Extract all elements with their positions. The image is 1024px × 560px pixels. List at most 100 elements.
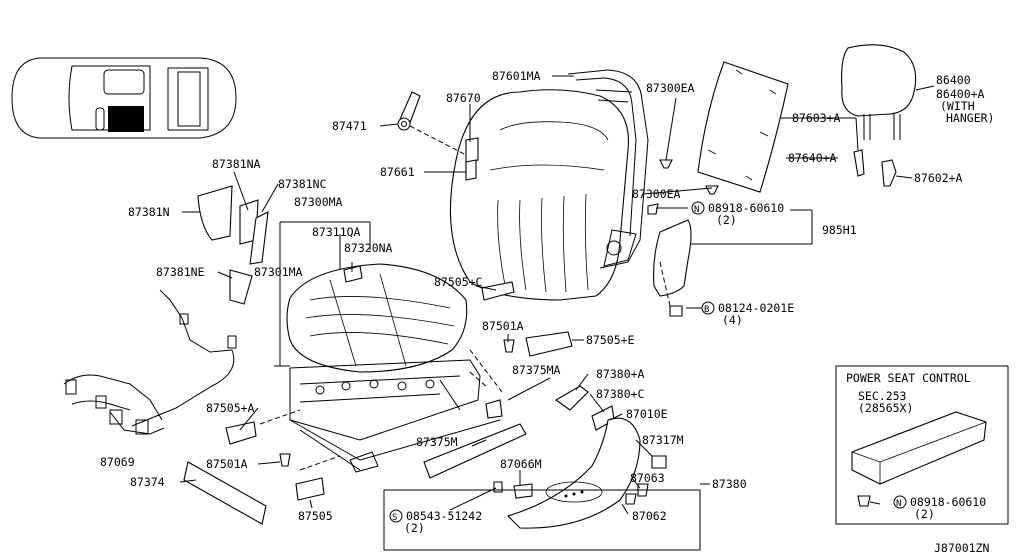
rail-cover-icon [481, 281, 515, 301]
label-87381NC: 87381NC [278, 177, 327, 191]
seat-cushion-icon [286, 263, 468, 373]
headrest-icon [841, 44, 917, 140]
leader-lines [179, 75, 935, 515]
headrest-guide-icon [853, 149, 865, 177]
group-box [383, 489, 701, 551]
s-symbol-label: S [392, 513, 397, 523]
label-87381NA: 87381NA [212, 157, 261, 171]
label-86400A: 86400+A [936, 87, 985, 101]
recliner-lever-icon [397, 91, 421, 131]
label-qty-4: (4) [722, 313, 743, 327]
label-with: (WITH [940, 99, 975, 113]
label-87640A: 87640+A [788, 151, 837, 165]
label-87380: 87380 [712, 477, 747, 491]
label-87602A: 87602+A [914, 171, 963, 185]
label-08543-51242: 08543-51242 [406, 509, 482, 523]
label-28565X: (28565X) [858, 401, 913, 415]
cap-icon [651, 455, 667, 469]
cushion-side-cover-icon [197, 185, 233, 241]
seat-back-icon [449, 89, 629, 301]
label-87374: 87374 [130, 475, 165, 489]
label-87501A: 87501A [482, 319, 524, 333]
label-87471: 87471 [332, 119, 367, 133]
power-seat-control-panel [835, 365, 1009, 525]
label-87375MA: 87375MA [512, 363, 561, 377]
side-airbag-icon [653, 219, 692, 297]
label-87505: 87505 [298, 509, 333, 523]
wire-harness-icon [63, 289, 237, 435]
rail-cover-icon [225, 421, 257, 445]
seat-switch-icon [554, 385, 589, 411]
label-87062: 87062 [632, 509, 667, 523]
s-symbol-icon [389, 509, 403, 523]
label-87300EA: 87300EA [646, 81, 695, 95]
label-87381NE: 87381NE [156, 265, 205, 279]
bolt-icon [279, 453, 291, 467]
power-seat-control-title: POWER SEAT CONTROL [846, 371, 971, 385]
label-87069: 87069 [100, 455, 135, 469]
n-symbol-icon-2 [893, 495, 907, 509]
b-symbol-label: B [704, 305, 709, 315]
headrest-guide-icon [881, 159, 897, 187]
label-87661: 87661 [380, 165, 415, 179]
label-87301MA: 87301MA [254, 265, 303, 279]
label-87505E: 87505+E [586, 333, 635, 347]
label-87066M: 87066M [500, 457, 542, 471]
rail-cover-icon [525, 331, 573, 357]
side-finisher-icon [506, 417, 641, 529]
label-87010E: 87010E [626, 407, 668, 421]
label-08124-0201E: 08124-0201E [718, 301, 794, 315]
part-labels: 87601MA 87300EA 87670 87471 87661 87300E… [100, 69, 994, 555]
b-symbol-icon [701, 301, 715, 315]
n-symbol-icon [691, 201, 705, 215]
label-87603A: 87603+A [792, 111, 841, 125]
label-87505C: 87505+C [434, 275, 483, 289]
label-qty-2-b: (2) [404, 521, 425, 535]
switch-icon [513, 483, 533, 499]
label-87380C: 87380+C [596, 387, 645, 401]
label-87300EA-2: 87300EA [632, 187, 681, 201]
diagram-id: J87001ZN [934, 541, 989, 555]
bolt-icon [669, 305, 683, 317]
label-87317M: 87317M [642, 433, 684, 447]
back-board-icon [697, 61, 789, 193]
label-985H1: 985H1 [822, 223, 857, 237]
label-qty-2-c: (2) [914, 507, 935, 521]
label-08918-60610: 08918-60610 [708, 201, 784, 215]
label-87601MA: 87601MA [492, 69, 541, 83]
seat-back-frame-icon [567, 69, 649, 269]
power-seat-control-unit-icon [851, 411, 987, 485]
rail-cover-icon [295, 477, 325, 501]
nut-icon [857, 495, 871, 507]
cushion-pad-icon [343, 265, 363, 283]
label-87501A-2: 87501A [206, 457, 248, 471]
label-qty-2: (2) [716, 213, 737, 227]
label-87311QA: 87311QA [312, 225, 361, 239]
label-86400: 86400 [936, 73, 971, 87]
label-87505A: 87505+A [206, 401, 255, 415]
side-cover-icon [423, 423, 527, 479]
clip-icon [485, 399, 503, 419]
clip-icon [625, 493, 637, 505]
vehicle-location-icon [11, 57, 237, 139]
label-87375M: 87375M [416, 435, 458, 449]
label-87670: 87670 [446, 91, 481, 105]
label-87380A: 87380+A [596, 367, 645, 381]
label-08918-60610-b: 08918-60610 [910, 495, 986, 509]
seat-trim-icon [183, 461, 267, 525]
seat-frame-icon [289, 359, 501, 473]
label-87320NA: 87320NA [344, 241, 393, 255]
label-sec253: SEC.253 [858, 389, 907, 403]
cushion-side-cover-icon [229, 269, 253, 305]
bracket-icon [465, 137, 479, 163]
bolt-icon [503, 339, 515, 353]
n-symbol-label-2: N [896, 499, 901, 509]
cushion-side-cover-icon [249, 211, 269, 265]
label-87063: 87063 [630, 471, 665, 485]
bracket-icon [465, 159, 477, 181]
label-87300MA: 87300MA [294, 195, 343, 209]
label-87381N: 87381N [128, 205, 170, 219]
label-hanger: HANGER) [946, 111, 994, 125]
n-symbol-label: N [694, 205, 699, 215]
